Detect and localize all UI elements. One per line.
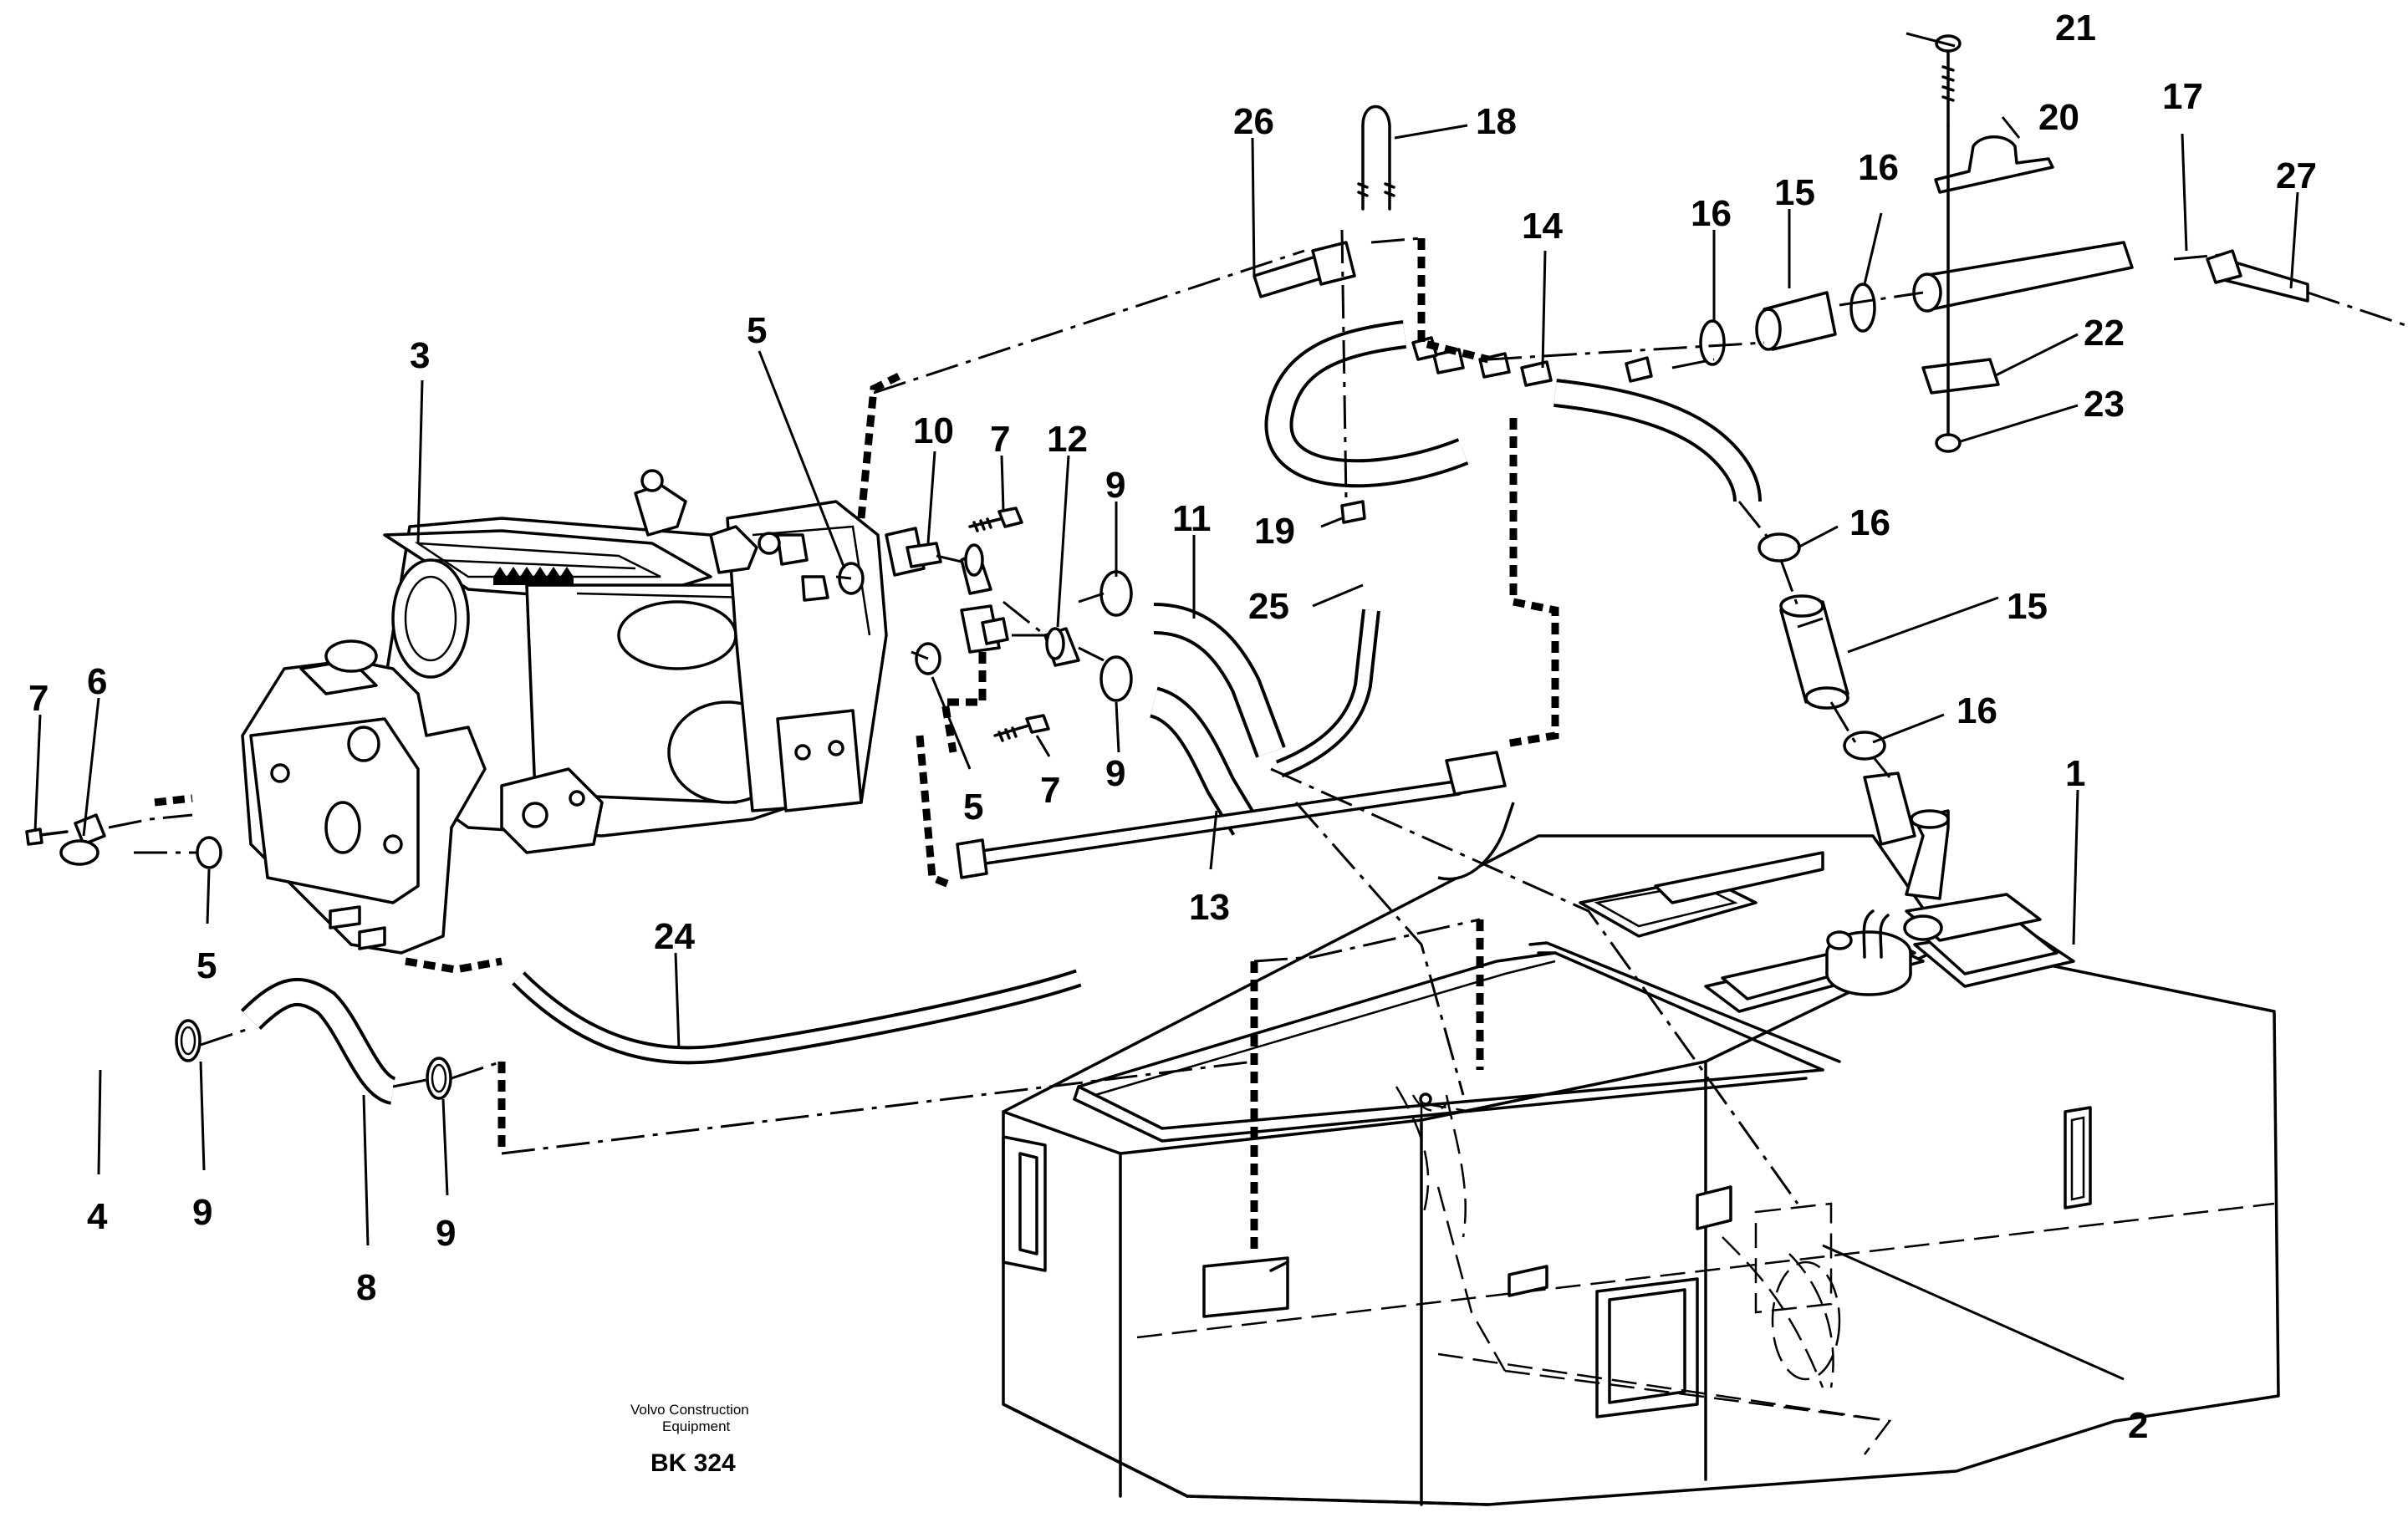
callout-15b: 15 <box>2007 586 2048 627</box>
credit-line-1: Volvo Construction <box>630 1402 749 1418</box>
callout-16d: 16 <box>1956 690 1997 731</box>
callout-5a: 5 <box>747 310 767 351</box>
callout-5c: 5 <box>196 945 217 986</box>
callout-9b: 9 <box>1105 465 1125 506</box>
callout-12: 12 <box>1047 419 1088 460</box>
callout-1: 1 <box>2065 753 2085 794</box>
credit-line-2: Equipment <box>662 1418 731 1434</box>
callout-16c: 16 <box>1849 502 1890 543</box>
callout-8: 8 <box>356 1267 376 1308</box>
callout-22: 22 <box>2084 313 2125 354</box>
callout-9c: 9 <box>1105 753 1125 794</box>
callout-4: 4 <box>87 1196 108 1237</box>
callout-21: 21 <box>2055 8 2096 48</box>
callout-16a: 16 <box>1691 193 1732 234</box>
callout-3: 3 <box>410 335 430 376</box>
callout-24: 24 <box>654 916 695 957</box>
callout-7a: 7 <box>28 678 48 719</box>
callout-15a: 15 <box>1774 172 1815 213</box>
callout-23: 23 <box>2084 384 2125 425</box>
credit-block: Volvo Construction Equipment BK 324 <box>630 1402 749 1477</box>
callout-16b: 16 <box>1858 147 1899 188</box>
leader-lines <box>33 32 2299 1381</box>
callout-18: 18 <box>1476 101 1517 142</box>
callout-labels: 1 2 3 4 5 5 5 6 7 7 7 8 9 9 9 9 10 11 12… <box>28 8 2317 1446</box>
callout-7c: 7 <box>1040 770 1060 811</box>
callout-14: 14 <box>1522 206 1563 247</box>
callout-25: 25 <box>1248 586 1289 627</box>
figure-code: BK 324 <box>650 1449 736 1477</box>
hoses <box>35 241 2408 1105</box>
hydraulic-pump-assembly <box>241 469 888 955</box>
callout-20: 20 <box>2038 97 2079 138</box>
clamps <box>175 34 2054 1100</box>
callout-7b: 7 <box>990 419 1010 460</box>
callout-19: 19 <box>1254 511 1295 552</box>
callout-5b: 5 <box>963 787 983 828</box>
hydraulic-tank <box>1002 809 2280 1506</box>
callout-9d: 9 <box>436 1213 456 1254</box>
callout-2: 2 <box>2128 1405 2148 1446</box>
callout-6: 6 <box>87 661 107 702</box>
callout-26: 26 <box>1233 101 1274 142</box>
callout-11: 11 <box>1172 498 1212 539</box>
callout-10: 10 <box>913 410 954 451</box>
connection-lines <box>108 229 2221 1254</box>
pressure-fittings <box>25 507 1080 869</box>
callout-13: 13 <box>1189 887 1230 928</box>
callout-27: 27 <box>2276 155 2317 196</box>
callout-9a: 9 <box>192 1192 212 1233</box>
callout-17: 17 <box>2162 76 2203 117</box>
